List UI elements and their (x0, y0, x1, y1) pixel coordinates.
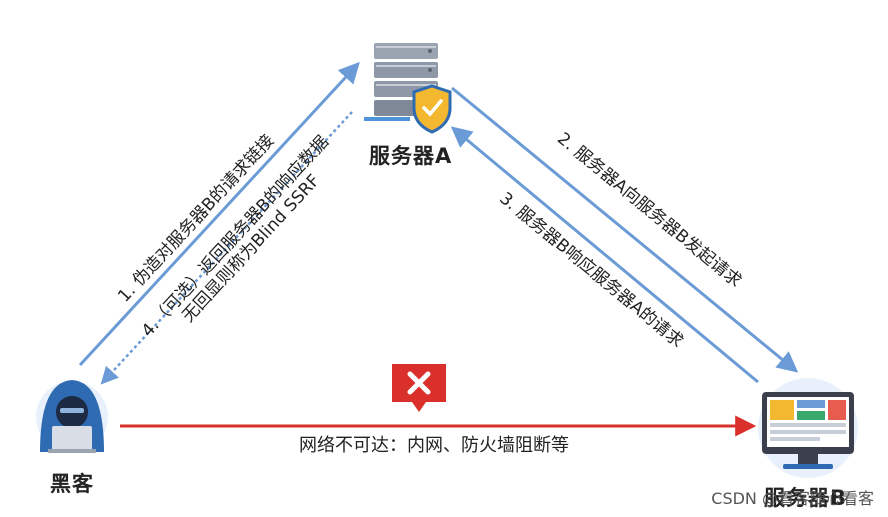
arrow-step1 (78, 61, 360, 367)
step4-label-line2: 无回显则称为Blind SSRF (178, 171, 324, 327)
red-x-marker-icon (392, 364, 446, 412)
arrow-step2 (451, 86, 799, 373)
arrow-step4 (100, 111, 353, 385)
server-b-label: 服务器B (764, 486, 848, 510)
hooded-hacker-laptop-icon (36, 380, 108, 453)
watermark: CSDN @看客随心看客 (711, 489, 874, 508)
server-a-label: 服务器A (369, 144, 453, 168)
hacker-label: 黑客 (50, 472, 94, 496)
monitor-dashboard-icon (758, 378, 858, 478)
blocked-label: 网络不可达：内网、防火墙阻断等 (299, 435, 569, 456)
server-stack-shield-icon (364, 43, 452, 134)
arrow-step3 (450, 126, 759, 384)
